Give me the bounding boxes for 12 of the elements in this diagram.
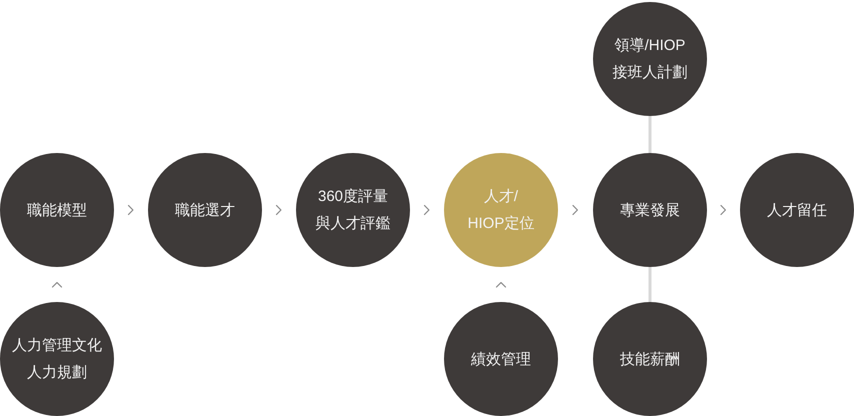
- circle-label: 人力管理文化人力規劃: [11, 336, 103, 383]
- circle-label: 績效管理: [471, 350, 531, 370]
- circle-label: 人才/HIOP定位: [468, 187, 534, 234]
- circle-label: 領導/HIOP接班人計劃: [612, 36, 688, 83]
- circle-label: 360度評量與人才評鑑: [314, 187, 392, 234]
- connector-line: [648, 267, 652, 302]
- circle-label: 人才留任: [767, 200, 827, 220]
- circle-label: 職能選才: [175, 200, 235, 220]
- circle-label: 專業發展: [620, 200, 680, 220]
- circle-label: 技能薪酬: [620, 350, 680, 370]
- connector-line: [648, 116, 652, 153]
- circle-label: 職能模型: [27, 200, 87, 220]
